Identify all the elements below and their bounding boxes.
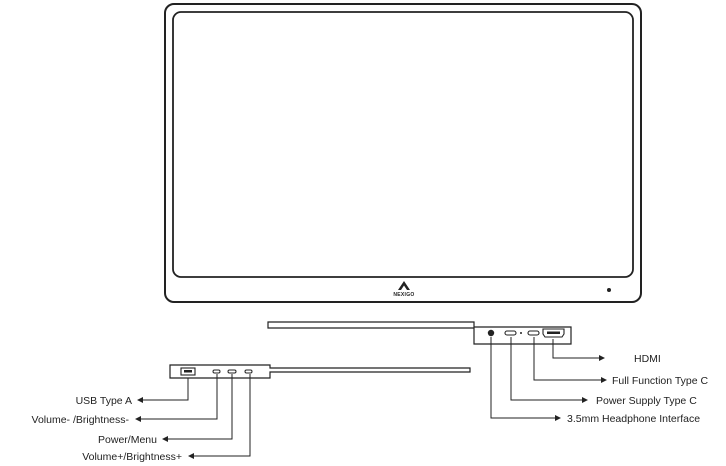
right-side-profile bbox=[267, 321, 572, 345]
power-menu-leader bbox=[162, 374, 233, 442]
volume-plus-leader bbox=[188, 374, 251, 459]
usb-type-a-port-icon bbox=[180, 367, 196, 376]
power-menu-label: Power/Menu bbox=[98, 434, 157, 446]
usb-type-a-leader bbox=[137, 378, 189, 403]
full-function-type-c-port-icon bbox=[527, 330, 540, 336]
power-supply-type-c-leader bbox=[510, 337, 588, 403]
hdmi-port-icon bbox=[542, 328, 565, 338]
hdmi-port-inner bbox=[547, 331, 560, 334]
nexigo-logo-mark bbox=[398, 281, 410, 290]
full-function-type-c-label: Full Function Type C bbox=[612, 375, 709, 387]
full-function-type-c-leader bbox=[533, 337, 607, 383]
volume-plus-button-icon bbox=[244, 369, 253, 374]
usb-type-a-label: USB Type A bbox=[76, 395, 132, 407]
usb-type-a-port-inner bbox=[184, 370, 192, 373]
volume-plus-label: Volume+/Brightness+ bbox=[82, 451, 182, 463]
right-side-body bbox=[267, 321, 572, 345]
power-indicator-led bbox=[607, 288, 611, 292]
monitor-bezel bbox=[164, 3, 642, 303]
left-side-profile bbox=[169, 364, 471, 379]
volume-minus-leader bbox=[135, 374, 218, 422]
right-side-callouts bbox=[490, 337, 607, 421]
monitor-front-view: NEXIGO bbox=[164, 3, 642, 303]
power-supply-type-c-label: Power Supply Type C bbox=[596, 395, 697, 407]
monitor-screen bbox=[172, 11, 634, 278]
headphone-label: 3.5mm Headphone Interface bbox=[567, 413, 700, 425]
port-indicator-dot bbox=[520, 332, 522, 334]
headphone-jack-icon bbox=[487, 329, 495, 337]
nexigo-logo-text: NEXIGO bbox=[393, 292, 414, 298]
volume-minus-label: Volume- /Brightness- bbox=[32, 414, 130, 426]
power-menu-button-icon bbox=[227, 369, 237, 374]
headphone-leader bbox=[490, 337, 561, 421]
volume-minus-button-icon bbox=[212, 369, 221, 374]
nexigo-logo: NEXIGO bbox=[393, 281, 414, 298]
power-supply-type-c-port-icon bbox=[504, 330, 517, 336]
hdmi-label: HDMI bbox=[634, 353, 661, 365]
left-side-callouts bbox=[135, 374, 251, 459]
hdmi-leader bbox=[552, 339, 605, 361]
left-side-body bbox=[169, 364, 471, 379]
